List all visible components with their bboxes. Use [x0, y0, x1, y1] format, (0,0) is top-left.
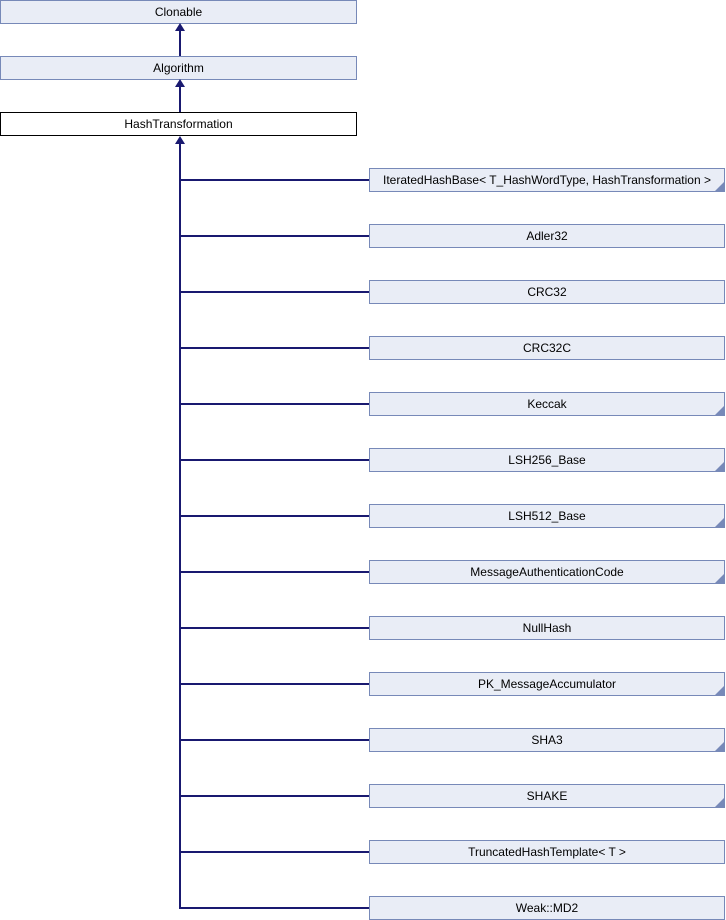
edge-branch: [179, 851, 369, 853]
class-node-algorithm[interactable]: Algorithm: [0, 56, 357, 80]
edge-branch: [179, 683, 369, 685]
edge-branch: [179, 179, 369, 181]
class-label: Keccak: [527, 397, 567, 411]
class-node-messageauthenticationcode[interactable]: MessageAuthenticationCode: [369, 560, 725, 584]
class-label: NullHash: [522, 621, 572, 635]
class-node-sha3[interactable]: SHA3: [369, 728, 725, 752]
class-node-keccak[interactable]: Keccak: [369, 392, 725, 416]
edge-branch: [179, 403, 369, 405]
edge-derived-trunk: [179, 143, 181, 909]
class-node-iteratedhashbase[interactable]: IteratedHashBase< T_HashWordType, HashTr…: [369, 168, 725, 192]
class-label: Clonable: [154, 5, 203, 19]
class-label: SHA3: [531, 733, 563, 747]
inheritance-arrowhead-icon: [175, 79, 185, 87]
edge-branch: [179, 627, 369, 629]
class-label: MessageAuthenticationCode: [470, 565, 624, 579]
edge-branch: [179, 291, 369, 293]
class-node-hashtransformation: HashTransformation: [0, 112, 357, 136]
class-node-crc32c[interactable]: CRC32C: [369, 336, 725, 360]
class-label: PK_MessageAccumulator: [477, 677, 617, 691]
class-label: Weak::MD2: [515, 901, 579, 915]
class-label: CRC32: [527, 285, 567, 299]
truncated-fold-corner-icon: [715, 406, 724, 415]
class-label: CRC32C: [522, 341, 571, 355]
edge-branch: [179, 571, 369, 573]
edge-branch: [179, 739, 369, 741]
edge-branch: [179, 515, 369, 517]
class-label: Algorithm: [153, 61, 204, 75]
edge-hashtransformation-to-algorithm: [179, 86, 181, 112]
truncated-fold-corner-icon: [715, 742, 724, 751]
class-node-lsh512-base[interactable]: LSH512_Base: [369, 504, 725, 528]
truncated-fold-corner-icon: [715, 518, 724, 527]
edge-branch: [179, 235, 369, 237]
truncated-fold-corner-icon: [715, 686, 724, 695]
class-node-adler32[interactable]: Adler32: [369, 224, 725, 248]
class-node-crc32[interactable]: CRC32: [369, 280, 725, 304]
class-label: Adler32: [526, 229, 568, 243]
class-node-lsh256-base[interactable]: LSH256_Base: [369, 448, 725, 472]
class-label: TruncatedHashTemplate< T >: [468, 845, 626, 859]
truncated-fold-corner-icon: [715, 182, 724, 191]
class-node-clonable[interactable]: Clonable: [0, 0, 357, 24]
truncated-fold-corner-icon: [715, 462, 724, 471]
edge-branch: [179, 347, 369, 349]
class-node-pk-messageaccumulator[interactable]: PK_MessageAccumulator: [369, 672, 725, 696]
truncated-fold-corner-icon: [715, 574, 724, 583]
class-label: LSH512_Base: [508, 509, 586, 523]
class-label: HashTransformation: [124, 117, 233, 131]
class-label: SHAKE: [526, 789, 568, 803]
inheritance-arrowhead-icon: [175, 136, 185, 144]
inheritance-arrowhead-icon: [175, 23, 185, 31]
class-node-truncatedhashtemplate[interactable]: TruncatedHashTemplate< T >: [369, 840, 725, 864]
edge-branch: [179, 795, 369, 797]
class-label: IteratedHashBase< T_HashWordType, HashTr…: [383, 173, 711, 187]
truncated-fold-corner-icon: [715, 798, 724, 807]
class-label: LSH256_Base: [508, 453, 586, 467]
edge-branch: [179, 459, 369, 461]
class-node-nullhash[interactable]: NullHash: [369, 616, 725, 640]
class-node-weak-md2[interactable]: Weak::MD2: [369, 896, 725, 920]
class-node-shake[interactable]: SHAKE: [369, 784, 725, 808]
edge-algorithm-to-clonable: [179, 30, 181, 56]
edge-branch: [179, 907, 369, 909]
